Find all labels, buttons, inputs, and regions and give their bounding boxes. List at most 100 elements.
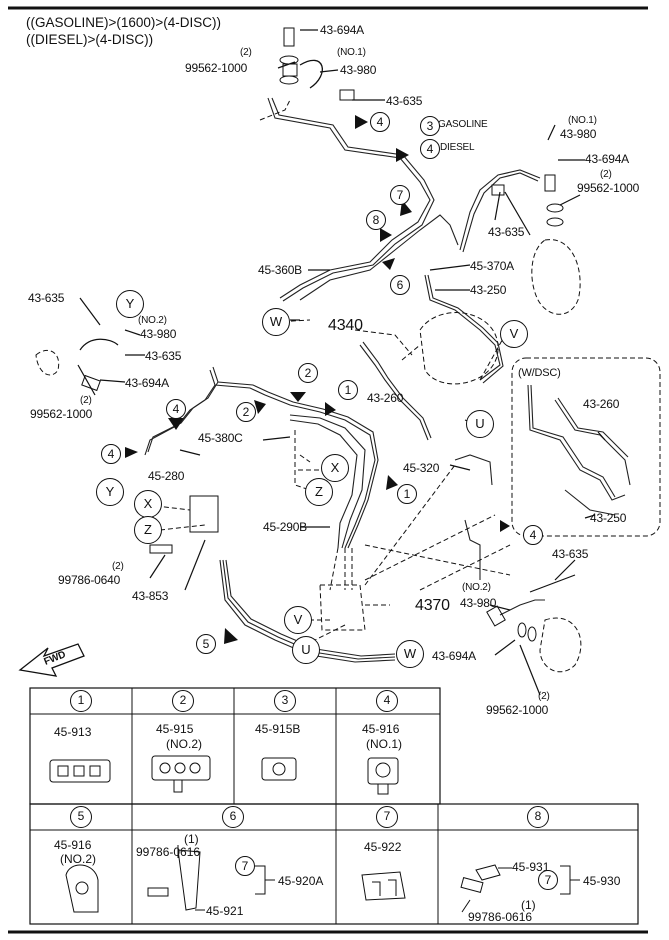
legend-header-7: 7 bbox=[376, 806, 398, 828]
wdsc-region bbox=[511, 357, 661, 537]
label-4340: 4340 bbox=[328, 317, 363, 334]
label-no2-right: (NO.2) bbox=[462, 582, 491, 593]
fittings bbox=[79, 27, 564, 642]
label-45-290b: 45-290B bbox=[263, 520, 307, 534]
label-qty-2-lower: (2) bbox=[112, 561, 124, 572]
label-43-250-wdsc: 43-250 bbox=[590, 511, 627, 525]
master-cylinder-outline bbox=[531, 239, 581, 315]
callout-7-a: 7 bbox=[390, 185, 410, 205]
label-43-694a-right: 43-694A bbox=[585, 152, 629, 166]
callout-6-a: 6 bbox=[390, 275, 410, 295]
callout-4-c: 4 bbox=[166, 399, 186, 419]
legend-part-45-916-no2: 45-916 bbox=[54, 838, 92, 852]
callout-Z-top: Z bbox=[305, 478, 333, 506]
title-line-1: ((GASOLINE)>(1600)>(4-DISC)) bbox=[26, 15, 222, 30]
label-43-635-left-2: 43-635 bbox=[145, 349, 182, 363]
callout-2-a: 2 bbox=[298, 363, 318, 383]
label-43-694a-top: 43-694A bbox=[320, 23, 364, 37]
callout-4-a: 4 bbox=[370, 112, 390, 132]
label-qty-2-top: (2) bbox=[240, 47, 252, 58]
label-wdsc: (W/DSC) bbox=[518, 367, 561, 379]
callout-Z-bottom: Z bbox=[134, 516, 162, 544]
legend-table bbox=[29, 687, 639, 925]
legend-header-3: 3 bbox=[274, 690, 296, 712]
label-no1-right: (NO.1) bbox=[568, 115, 597, 126]
diagram-title: ((GASOLINE)>(1600)>(4-DISC)) ((DIESEL)>(… bbox=[26, 14, 221, 48]
label-45-320: 45-320 bbox=[403, 461, 440, 475]
legend-part-45-916-no1: 45-916 bbox=[362, 722, 400, 736]
label-qty-2-bottom: (2) bbox=[538, 691, 550, 702]
callout-1-a: 1 bbox=[338, 380, 358, 400]
callout-W-top: W bbox=[262, 308, 290, 336]
label-4370: 4370 bbox=[415, 597, 450, 614]
label-99562-left: 99562-1000 bbox=[30, 407, 93, 421]
label-43-635-left: 43-635 bbox=[28, 291, 65, 305]
callout-Y-top: Y bbox=[116, 290, 144, 318]
booster-outline bbox=[419, 312, 499, 385]
label-45-360b: 45-360B bbox=[258, 263, 302, 277]
legend-part-45-931: 45-931 bbox=[512, 860, 550, 874]
legend-header-5: 5 bbox=[70, 806, 92, 828]
legend-part-45-920a: 45-920A bbox=[278, 874, 324, 888]
callout-4-e: 4 bbox=[523, 525, 543, 545]
label-43-635-right: 43-635 bbox=[488, 225, 525, 239]
legend-part-99786-0616-a: 99786-0616 bbox=[136, 845, 201, 859]
label-qty-2-right: (2) bbox=[600, 169, 612, 180]
legend-header-1: 1 bbox=[70, 690, 92, 712]
legend-part-45-921: 45-921 bbox=[206, 904, 244, 918]
label-43-635-lower: 43-635 bbox=[552, 547, 589, 561]
legend-part-45-916-no2-sub: (NO.2) bbox=[60, 852, 96, 866]
label-45-280: 45-280 bbox=[148, 469, 185, 483]
legend-header-8: 8 bbox=[527, 806, 549, 828]
label-43-694a-left: 43-694A bbox=[125, 376, 169, 390]
legend-part-45-915: 45-915 bbox=[156, 722, 194, 736]
legend-part-99786-0616-b: 99786-0616 bbox=[468, 910, 533, 924]
label-45-380c: 45-380C bbox=[198, 431, 243, 445]
legend-callout-7-b: 7 bbox=[538, 870, 558, 890]
label-gasoline: GASOLINE bbox=[438, 119, 488, 130]
callout-5-a: 5 bbox=[196, 634, 216, 654]
callout-Y-bottom: Y bbox=[96, 478, 124, 506]
callout-X-top: X bbox=[321, 454, 349, 482]
label-43-250: 43-250 bbox=[470, 283, 507, 297]
leader-lines bbox=[77, 29, 606, 696]
legend-callout-7-a: 7 bbox=[235, 856, 255, 876]
hcu-outline bbox=[319, 584, 366, 631]
callout-1-b: 1 bbox=[397, 484, 417, 504]
legend-part-45-922: 45-922 bbox=[364, 840, 402, 854]
legend-part-45-916-no1-sub: (NO.1) bbox=[366, 737, 402, 751]
legend-part-qty-6a: (1) bbox=[184, 832, 199, 846]
label-43-980-right: 43-980 bbox=[560, 127, 597, 141]
label-43-260: 43-260 bbox=[367, 391, 404, 405]
callout-U-top: U bbox=[466, 410, 494, 438]
callout-2-b: 2 bbox=[236, 402, 256, 422]
label-43-853: 43-853 bbox=[132, 589, 169, 603]
label-43-980-top: 43-980 bbox=[340, 63, 377, 77]
callout-V-top: V bbox=[500, 320, 528, 348]
legend-header-2: 2 bbox=[172, 690, 194, 712]
central-pipe-bundle bbox=[144, 366, 379, 549]
callout-W-bottom: W bbox=[396, 640, 424, 668]
label-qty-2-left: (2) bbox=[80, 395, 92, 406]
callout-arrows bbox=[125, 115, 510, 644]
legend-part-45-930: 45-930 bbox=[583, 874, 621, 888]
legend-part-45-913: 45-913 bbox=[54, 725, 92, 739]
fwd-arrow bbox=[18, 643, 85, 677]
callout-U-bottom: U bbox=[292, 636, 320, 664]
label-45-370a: 45-370A bbox=[470, 259, 514, 273]
label-no1-top: (NO.1) bbox=[337, 47, 366, 58]
label-43-635-top: 43-635 bbox=[386, 94, 423, 108]
legend-header-6: 6 bbox=[222, 806, 244, 828]
label-diesel: DIESEL bbox=[440, 142, 475, 153]
dashed-leaders bbox=[147, 319, 511, 646]
callout-8-a: 8 bbox=[366, 210, 386, 230]
callout-3-gasoline: 3 bbox=[420, 116, 440, 136]
label-43-980-left: 43-980 bbox=[140, 327, 177, 341]
label-99562-bottom: 99562-1000 bbox=[486, 703, 549, 717]
legend-part-45-915-sub: (NO.2) bbox=[166, 737, 202, 751]
legend-header-4: 4 bbox=[376, 690, 398, 712]
callout-X-bottom: X bbox=[134, 490, 162, 518]
legend-part-45-915b: 45-915B bbox=[255, 722, 301, 736]
